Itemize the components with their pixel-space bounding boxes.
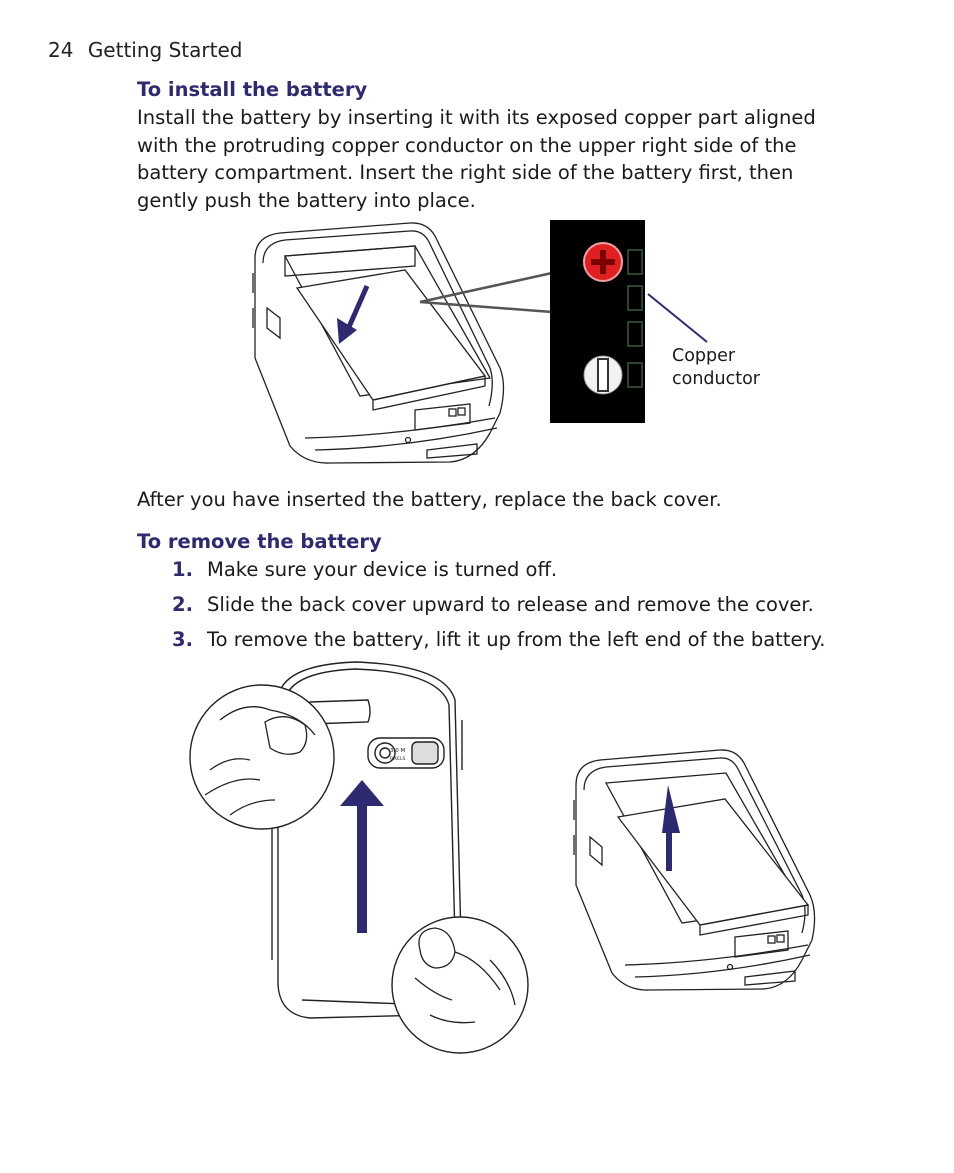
callout-line-1: Copper: [672, 346, 736, 366]
install-paragraph: Install the battery by inserting it with…: [137, 106, 816, 212]
step-text: Slide the back cover upward to release a…: [207, 593, 814, 616]
step-text: Make sure your device is turned off.: [207, 558, 558, 581]
remove-step: 2. Slide the back cover upward to release…: [137, 593, 857, 616]
page-number: 24: [48, 38, 74, 62]
callout-line-2: conductor: [672, 369, 761, 389]
camera-label-pixels: PIXELS: [390, 756, 405, 762]
step-text: To remove the battery, lift it up from t…: [207, 628, 826, 651]
copper-callout-label: Copper conductor: [672, 345, 760, 391]
remove-step: 3. To remove the battery, lift it up from…: [137, 628, 857, 651]
step-number: 1.: [172, 558, 193, 581]
battery-lift-illustration: [573, 749, 816, 991]
remove-heading: To remove the battery: [137, 530, 382, 553]
after-install-text: After you have inserted the battery, rep…: [137, 488, 722, 511]
section-title: Getting Started: [87, 38, 243, 62]
back-cover-illustration: 3.0 M PIXELS: [189, 661, 529, 1054]
remove-step: 1. Make sure your device is turned off.: [137, 558, 857, 581]
step-number: 2.: [172, 593, 193, 616]
install-heading: To install the battery: [137, 78, 368, 101]
page-header: 24 Getting Started: [48, 38, 242, 62]
battery-install-illustration: [252, 220, 708, 464]
camera-label-text: 3.0 M: [390, 748, 405, 754]
step-number: 3.: [172, 628, 193, 651]
